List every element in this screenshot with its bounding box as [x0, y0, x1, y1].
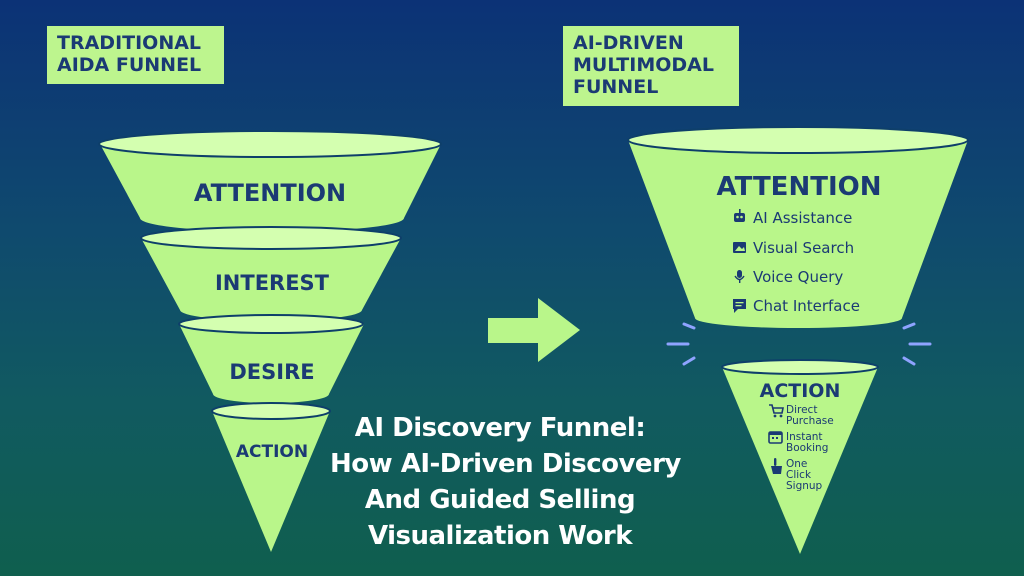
feature-voice-query: Voice Query	[734, 268, 843, 286]
left-stage-interest: INTEREST	[215, 271, 330, 295]
ai-funnel-title-line-2: MULTIMODAL	[573, 54, 714, 76]
cart-icon	[769, 404, 784, 418]
feature-label: Chat Interface	[753, 297, 860, 315]
ai-stage-attention: ATTENTION	[717, 172, 882, 202]
ai-stage-action: ACTION	[760, 380, 841, 402]
feature-line: Booking	[786, 442, 828, 454]
ai-action-segment: ACTION Direct Purchase Instant Booking	[721, 359, 879, 554]
feature-line: Instant	[786, 431, 823, 443]
headline-line-4: Visualization Work	[367, 521, 633, 551]
image-icon	[733, 242, 746, 253]
ai-funnel-title-line-3: FUNNEL	[573, 76, 659, 98]
feature-line: Purchase	[786, 415, 834, 427]
feature-visual-search: Visual Search	[733, 239, 854, 257]
left-stage-attention: ATTENTION	[194, 179, 346, 207]
robot-icon	[734, 209, 745, 222]
feature-line: One	[786, 458, 807, 470]
microphone-icon	[734, 270, 745, 283]
headline: AI Discovery Funnel: How AI-Driven Disco…	[330, 410, 681, 554]
feature-direct-purchase: Direct Purchase	[769, 404, 834, 427]
feature-label: Visual Search	[753, 239, 854, 257]
traditional-funnel-title-line-1: TRADITIONAL	[57, 32, 202, 54]
ai-funnel-title: AI-DRIVEN MULTIMODAL FUNNEL	[563, 26, 739, 106]
feature-line: Direct	[786, 404, 817, 416]
ai-funnel-title-line-1: AI-DRIVEN	[573, 32, 684, 54]
feature-one-click-signup: One Click Signup	[771, 458, 823, 492]
left-stage-desire: DESIRE	[229, 360, 314, 384]
feature-chat-interface: Chat Interface	[733, 297, 860, 315]
pointer-hand-icon	[771, 458, 782, 474]
left-attention-segment: ATTENTION	[98, 130, 442, 232]
traditional-funnel: ATTENTION INTEREST DESIRE ACTION	[98, 130, 442, 552]
headline-line-1: AI Discovery Funnel:	[354, 413, 646, 443]
traditional-funnel-title-line-2: AIDA FUNNEL	[57, 54, 202, 76]
feature-label: Voice Query	[753, 268, 843, 286]
left-stage-action: ACTION	[236, 442, 308, 462]
chat-icon	[733, 299, 746, 313]
calendar-icon	[768, 431, 783, 444]
headline-line-2: How AI-Driven Discovery	[330, 449, 681, 479]
headline-line-3: And Guided Selling	[364, 485, 636, 515]
traditional-funnel-title: TRADITIONAL AIDA FUNNEL	[47, 26, 224, 84]
feature-instant-booking: Instant Booking	[768, 431, 828, 454]
left-action-segment: ACTION	[211, 402, 331, 552]
arrow-right-icon	[488, 298, 580, 362]
feature-label: AI Assistance	[753, 209, 852, 227]
ai-attention-segment: ATTENTION AI Assistance Visual Search	[627, 126, 969, 329]
feature-line: Signup	[786, 480, 823, 492]
burst-icon	[666, 322, 932, 366]
left-interest-segment: INTEREST	[140, 226, 402, 321]
feature-line: Click	[786, 469, 812, 481]
left-desire-segment: DESIRE	[178, 314, 364, 403]
feature-ai-assistance: AI Assistance	[734, 209, 852, 227]
